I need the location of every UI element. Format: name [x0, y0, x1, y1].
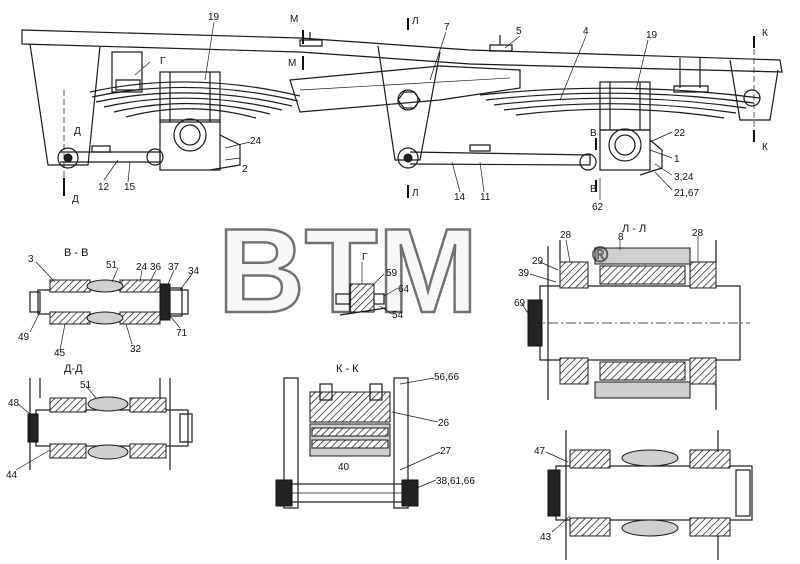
part-label: 71	[176, 328, 188, 339]
part-label: 27	[440, 446, 452, 457]
section-letter-d-top: Д	[74, 126, 81, 137]
section-letter-v-top: В	[590, 128, 597, 139]
section-title-kk: К - К	[336, 363, 359, 375]
section-title-dd: Д-Д	[64, 363, 83, 375]
section-letter-k-top: К	[762, 28, 768, 39]
section-letter-l-bottom: Л	[412, 188, 419, 199]
section-l-l: Л - Л 28 8 28 29 39 69	[514, 223, 750, 410]
part-label: 51	[80, 380, 92, 391]
part-label: 21,67	[674, 188, 699, 199]
part-label: 69	[514, 298, 526, 309]
section-v-v: В - В 3 51 24 36 37 34 49 45 32	[18, 247, 200, 359]
part-label: 2	[242, 164, 248, 175]
right-axle-seat	[599, 128, 663, 176]
section-letter-d-bottom: Д	[72, 194, 79, 205]
right-leaf-spring	[479, 81, 761, 131]
part-label: 7	[444, 22, 450, 33]
section-title-ll: Л - Л	[622, 223, 646, 235]
section-letter-v-bottom: В	[590, 184, 597, 195]
section-letter-m-bottom: М	[288, 58, 296, 69]
watermark-logo: BTM	[218, 204, 478, 338]
part-label: 1	[674, 154, 680, 165]
part-label: 43	[540, 532, 552, 543]
detail-letter-g: Г	[362, 252, 368, 263]
part-label: 12	[98, 182, 110, 193]
suspension-elevation-view: М М Л Л К К Г Д Д В В 19 7 5 4 19 24 2 1…	[21, 12, 783, 213]
part-label: 51	[106, 260, 118, 271]
section-d-d: Д-Д 51 48 44	[6, 363, 193, 481]
part-label: 24	[250, 136, 262, 147]
part-label: 64	[398, 284, 410, 295]
part-label: 22	[674, 128, 686, 139]
part-label: 24	[136, 262, 148, 273]
part-label: 49	[18, 332, 30, 343]
part-label: 15	[124, 182, 136, 193]
section-k-k: К - К 56,66 26 27 40 38,61,66	[275, 363, 475, 509]
section-title-vv: В - В	[64, 247, 88, 259]
part-label: 19	[208, 12, 220, 23]
part-label: 44	[6, 470, 18, 481]
section-letter-k-bottom: К	[762, 142, 768, 153]
detail-g: Г 59 64 54	[335, 252, 410, 321]
part-label: 56,66	[434, 372, 459, 383]
part-label: 34	[188, 266, 200, 277]
part-label: 40	[338, 462, 350, 473]
left-axle-seat	[159, 118, 241, 171]
part-label: 5	[516, 26, 522, 37]
part-label: 45	[54, 348, 66, 359]
part-label: 39	[518, 268, 530, 279]
part-label: 32	[130, 344, 142, 355]
part-label: 4	[583, 26, 589, 37]
part-label: 11	[480, 192, 491, 203]
part-label: 19	[646, 30, 658, 41]
part-label: 38,61,66	[436, 476, 475, 487]
part-label: 62	[592, 202, 604, 213]
part-label: 14	[454, 192, 466, 203]
part-label: 54	[392, 310, 404, 321]
part-label: 3	[28, 254, 34, 265]
section-letter-m-top: М	[290, 14, 298, 25]
registered-mark: ®	[592, 242, 608, 267]
section-letter-l-top: Л	[412, 16, 419, 27]
section-letter-g: Г	[160, 56, 166, 67]
part-label: 3,24	[674, 172, 694, 183]
section-bottom-right: 47 43	[534, 430, 753, 560]
part-label: 8	[618, 232, 624, 243]
part-label: 37	[168, 262, 180, 273]
part-label: 48	[8, 398, 20, 409]
part-label: 29	[532, 256, 544, 267]
part-label: 28	[692, 228, 704, 239]
btm-watermark: BTM ®	[217, 203, 609, 340]
part-label: 59	[386, 268, 398, 279]
part-label: 26	[438, 418, 450, 429]
part-label: 28	[560, 230, 572, 241]
part-label: 47	[534, 446, 546, 457]
part-label: 36	[150, 262, 162, 273]
